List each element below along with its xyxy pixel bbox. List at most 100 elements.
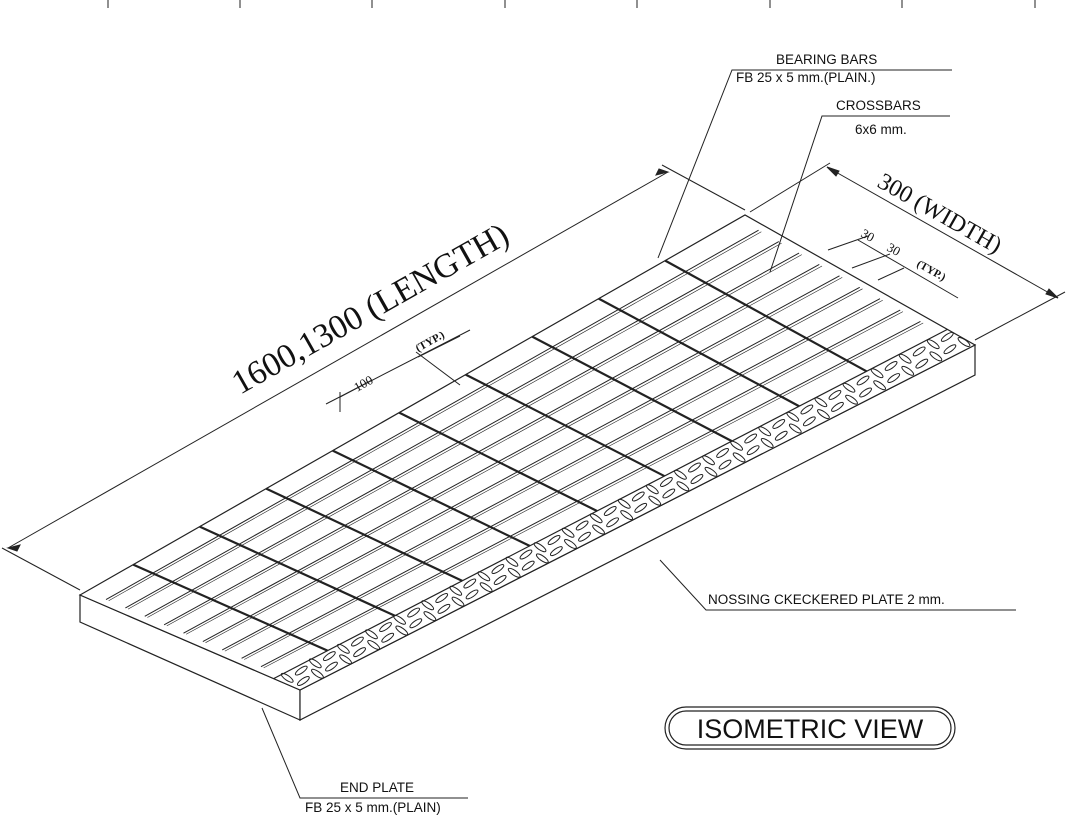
checker-pattern-mark bbox=[547, 535, 561, 545]
checker-pattern-mark bbox=[842, 382, 856, 393]
checker-pattern-mark bbox=[645, 484, 659, 495]
checker-pattern-mark bbox=[449, 585, 463, 596]
checker-pattern-mark bbox=[336, 643, 350, 654]
checker-pattern-mark bbox=[760, 437, 774, 448]
grating-top-outline bbox=[78, 214, 977, 691]
checker-pattern-mark bbox=[351, 636, 364, 647]
leader-lines bbox=[261, 69, 1016, 799]
bearing-bar bbox=[244, 311, 904, 660]
checker-pattern-mark bbox=[957, 337, 971, 347]
bearing-bar bbox=[166, 265, 823, 627]
checker-pattern-mark bbox=[617, 498, 631, 509]
checker-pattern-mark bbox=[774, 430, 788, 441]
checker-pattern-mark bbox=[873, 380, 887, 391]
checker-pattern-mark bbox=[505, 556, 519, 567]
checker-pattern-mark bbox=[915, 358, 929, 369]
checker-pattern-mark bbox=[421, 600, 435, 611]
checker-pattern-mark bbox=[870, 368, 884, 379]
bearing-bar bbox=[263, 322, 924, 669]
checker-pattern-mark bbox=[311, 668, 324, 679]
bar-pitch-label-1: 30 bbox=[859, 226, 878, 245]
checker-pattern-mark bbox=[940, 331, 954, 342]
checker-pattern-mark bbox=[578, 531, 591, 542]
checker-pattern-mark bbox=[407, 607, 421, 618]
bar-pitch-note: (TYP.) bbox=[915, 258, 948, 284]
checker-pattern-mark bbox=[606, 517, 619, 528]
checker-pattern-mark bbox=[533, 542, 547, 553]
checker-pattern-mark bbox=[912, 346, 926, 357]
bearing-bar bbox=[127, 242, 782, 610]
length-dimension bbox=[1, 164, 746, 591]
crossbar bbox=[199, 525, 396, 617]
checker-pattern-mark bbox=[519, 549, 533, 560]
checker-pattern-mark bbox=[859, 387, 872, 398]
checker-pattern-mark bbox=[395, 625, 409, 636]
checker-pattern-mark bbox=[732, 452, 746, 463]
checker-pattern-mark bbox=[589, 513, 603, 524]
bearing-bar bbox=[260, 321, 921, 668]
view-title-box: ISOMETRIC VIEW bbox=[664, 706, 956, 750]
checker-pattern-mark bbox=[280, 672, 294, 683]
crossbars-spec: 6x6 mm. bbox=[855, 122, 907, 137]
checker-pattern-mark bbox=[662, 488, 676, 499]
crossbar bbox=[465, 373, 665, 478]
width-dimension bbox=[749, 162, 1066, 341]
crossbar bbox=[664, 259, 868, 373]
checker-pattern-mark bbox=[592, 524, 605, 535]
checker-pattern-mark bbox=[660, 477, 673, 487]
bearing-bar bbox=[185, 277, 843, 635]
checker-pattern-mark bbox=[744, 433, 758, 444]
end-plate-spec: FB 25 x 5 mm.(PLAIN) bbox=[305, 800, 441, 815]
checker-pattern-mark bbox=[564, 538, 577, 549]
bearing-bars-spec: FB 25 x 5 mm.(PLAIN.) bbox=[736, 70, 876, 85]
checker-pattern-mark bbox=[409, 618, 423, 629]
checker-pattern-mark bbox=[718, 459, 732, 470]
checker-pattern-mark bbox=[491, 564, 505, 574]
checker-pattern-mark bbox=[381, 632, 395, 643]
bearing-bar bbox=[183, 275, 840, 634]
checker-pattern-mark bbox=[437, 603, 451, 614]
crossbar-pitch-label: 100 bbox=[351, 372, 375, 395]
checker-pattern-mark bbox=[435, 593, 449, 604]
checker-pattern-mark bbox=[479, 582, 493, 593]
bearing-bar bbox=[205, 288, 863, 643]
crossbar bbox=[398, 411, 598, 512]
checker-pattern-mark bbox=[294, 665, 308, 676]
checker-pattern-mark bbox=[786, 411, 800, 422]
checker-pattern-mark bbox=[521, 560, 535, 571]
checker-pattern-mark bbox=[648, 495, 662, 506]
crossbar-pitch-dimension bbox=[325, 329, 471, 412]
checker-pattern-mark bbox=[690, 474, 704, 484]
bar-pitch-dimension bbox=[827, 235, 959, 299]
checker-pattern-mark bbox=[451, 596, 465, 607]
checker-pattern-mark bbox=[845, 394, 858, 405]
checker-pattern-mark bbox=[730, 440, 744, 451]
checker-pattern-mark bbox=[716, 448, 729, 458]
grating-panel bbox=[78, 214, 977, 721]
checker-pattern-mark bbox=[758, 426, 772, 437]
bearing-bar bbox=[202, 286, 860, 642]
crossbar bbox=[598, 297, 800, 408]
end-plate-title: END PLATE bbox=[340, 780, 414, 795]
checker-pattern-mark bbox=[631, 491, 645, 502]
checker-pattern-mark bbox=[353, 647, 366, 658]
checker-pattern-mark bbox=[800, 404, 814, 415]
checker-pattern-mark bbox=[688, 462, 701, 473]
bearing-bar bbox=[105, 229, 759, 601]
checker-pattern-mark bbox=[549, 546, 563, 557]
checker-pattern-mark bbox=[620, 510, 634, 521]
bearing-bar bbox=[108, 231, 762, 601]
checker-pattern-mark bbox=[676, 481, 690, 492]
checker-pattern-mark bbox=[325, 661, 338, 672]
bar-pitch-label-2: 30 bbox=[885, 240, 904, 259]
checker-pattern-mark bbox=[926, 339, 940, 350]
bearing-bar bbox=[221, 298, 881, 651]
checker-pattern-mark bbox=[367, 639, 381, 650]
checker-pattern-mark bbox=[463, 578, 477, 589]
checker-pattern-mark bbox=[856, 375, 870, 386]
checker-pattern-mark bbox=[322, 651, 336, 662]
checker-pattern-mark bbox=[465, 589, 479, 600]
bearing-bar bbox=[144, 252, 800, 617]
